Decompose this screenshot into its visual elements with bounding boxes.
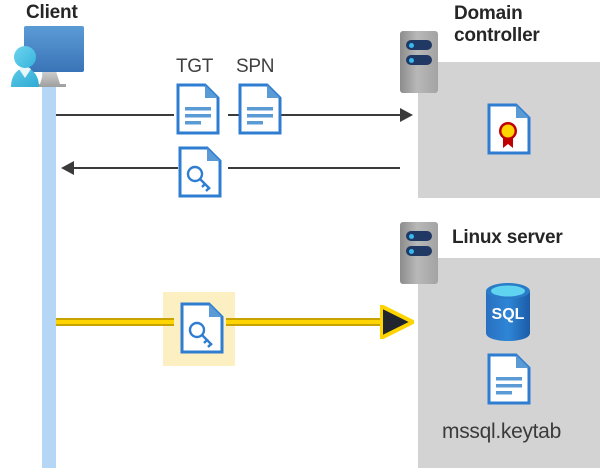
request-arrowhead bbox=[400, 108, 413, 122]
rack-pill bbox=[406, 246, 432, 256]
domain-controller-title: Domain controller bbox=[454, 3, 594, 47]
domain-controller-server-rack-icon bbox=[400, 31, 438, 93]
kerberos-arrowhead bbox=[379, 302, 418, 342]
kerberos-key-document-icon bbox=[180, 302, 224, 354]
keytab-filename-label: mssql.keytab bbox=[442, 420, 561, 443]
tgt-document-icon bbox=[176, 83, 220, 135]
sql-database-icon: SQL bbox=[483, 281, 533, 343]
ticket-key-document-icon bbox=[178, 146, 222, 198]
certificate-document-icon bbox=[487, 103, 531, 155]
domain-controller-title-line2: controller bbox=[454, 25, 540, 46]
response-arrow-segment-left bbox=[74, 167, 178, 169]
client-lifeline bbox=[42, 70, 56, 468]
client-workstation-icon bbox=[6, 25, 98, 97]
response-arrowhead bbox=[61, 161, 74, 175]
linux-server-rack-icon bbox=[400, 222, 438, 284]
kerberos-arrow-segment-right bbox=[226, 318, 386, 326]
spn-label: SPN bbox=[236, 56, 275, 77]
keytab-document-icon bbox=[487, 353, 531, 405]
domain-controller-title-line1: Domain bbox=[454, 3, 523, 24]
linux-server-title: Linux server bbox=[452, 227, 563, 248]
svg-text:SQL: SQL bbox=[492, 306, 525, 323]
kerberos-arrow-segment-left bbox=[56, 318, 174, 326]
request-arrow-segment-right bbox=[228, 114, 400, 116]
tgt-label: TGT bbox=[176, 56, 214, 77]
response-arrow-segment-right bbox=[228, 167, 400, 169]
rack-pill bbox=[406, 40, 432, 50]
spn-document-icon bbox=[238, 83, 282, 135]
request-arrow-segment-left bbox=[56, 114, 174, 116]
rack-pill bbox=[406, 231, 432, 241]
client-title: Client bbox=[26, 2, 78, 23]
rack-pill bbox=[406, 55, 432, 65]
